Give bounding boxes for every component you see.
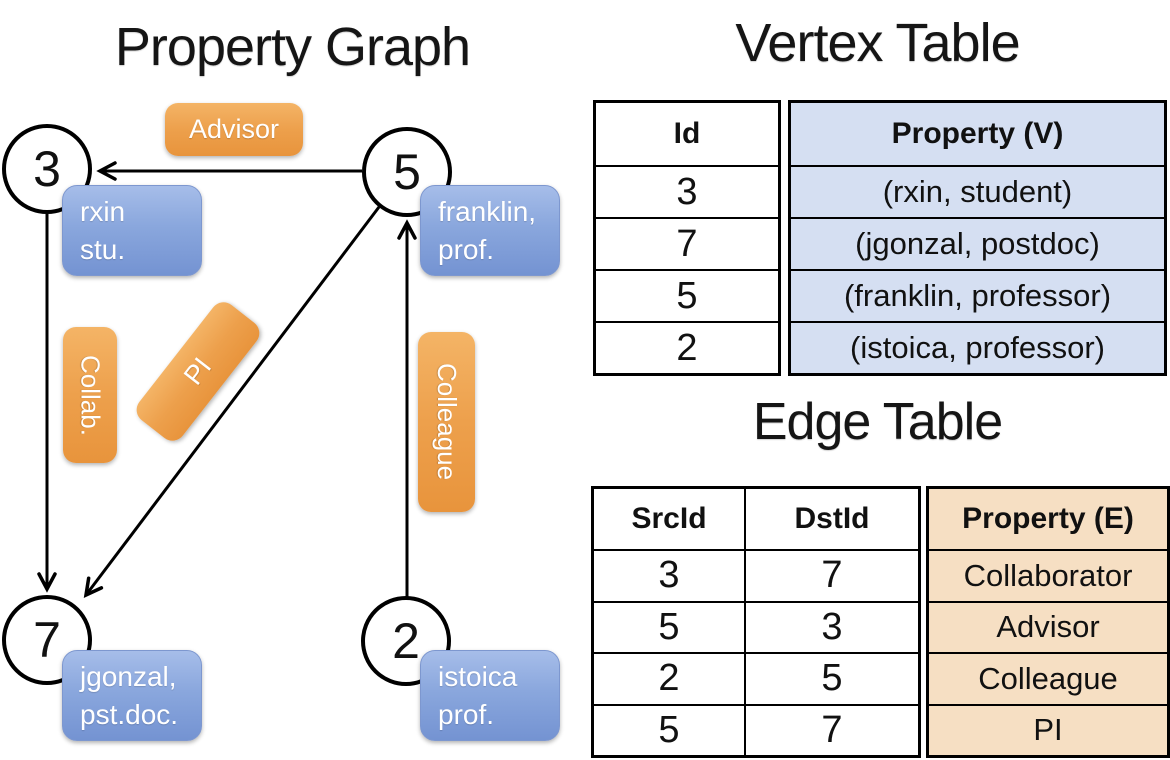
vertex-property-line: prof. — [438, 699, 495, 730]
vertex-property-line: istoica — [438, 661, 518, 692]
vertex-property-box-5: franklin, prof. — [420, 185, 560, 276]
vertex-property-line: franklin, — [438, 196, 537, 227]
vertex-property-box-2: istoica prof. — [420, 650, 560, 741]
vertex-table-title: Vertex Table — [735, 13, 1020, 73]
vertex-table-id-cell: 3 — [596, 165, 778, 217]
edge-table-property-cell: Advisor — [929, 600, 1167, 652]
vertex-table-id-column: Id 3 7 5 2 — [593, 100, 781, 376]
edge-label-advisor: Advisor — [165, 103, 303, 156]
vertex-property-line: stu. — [80, 234, 126, 265]
edge-label-collab: Collab. — [63, 327, 117, 463]
vertex-property-box-3: rxin stu. — [62, 185, 202, 276]
vertex-table-property-column: Property (V) (rxin, student) (jgonzal, p… — [788, 100, 1167, 376]
graph-node-5: 5 — [362, 127, 452, 217]
vertex-property-line: rxin — [80, 196, 126, 227]
vertex-table-id-cell: 2 — [596, 321, 778, 373]
edge-table-property-cell: PI — [929, 703, 1167, 755]
edge-table-dst-cell: 3 — [746, 600, 918, 653]
vertex-table-property-cell: (franklin, professor) — [791, 269, 1164, 321]
edge-table-dst-cell: 5 — [746, 652, 918, 704]
edge-table-property-cell: Colleague — [929, 652, 1167, 704]
edge-table-dst-cell: 7 — [746, 703, 918, 756]
graph-node-2: 2 — [361, 596, 451, 686]
edge-table-src-cell: 3 — [594, 549, 746, 601]
vertex-property-line: pst.doc. — [80, 699, 179, 730]
edge-table-header-srcid: SrcId — [594, 489, 746, 549]
edge-table-src-cell: 5 — [594, 600, 746, 652]
vertex-table-id-cell: 5 — [596, 269, 778, 321]
edge-table-src-cell: 2 — [594, 652, 746, 704]
vertex-table-property-cell: (rxin, student) — [791, 165, 1164, 217]
vertex-property-line: prof. — [438, 234, 495, 265]
edge-table-src-cell: 5 — [594, 703, 746, 755]
vertex-property-line: jgonzal, — [80, 661, 177, 692]
edge-5-to-7 — [83, 206, 381, 598]
edge-table-header-property: Property (E) — [929, 489, 1167, 549]
edge-label-colleague: Colleague — [418, 332, 475, 512]
edge-table-title: Edge Table — [752, 393, 1003, 451]
graph-edges-canvas — [37, 161, 417, 598]
edge-table-property-cell: Collaborator — [929, 549, 1167, 601]
vertex-table-property-cell: (istoica, professor) — [791, 321, 1164, 373]
edge-table-header-dstid: DstId — [794, 502, 870, 535]
property-graph-title: Property Graph — [114, 17, 471, 77]
edge-table-id-columns: SrcId DstId 3 7 5 3 2 5 5 7 — [591, 486, 921, 758]
edge-table-dst-cell: 7 — [746, 549, 918, 601]
vertex-table-property-cell: (jgonzal, postdoc) — [791, 217, 1164, 269]
edge-table-property-column: Property (E) Collaborator Advisor Collea… — [926, 486, 1170, 758]
vertex-property-box-7: jgonzal, pst.doc. — [62, 650, 202, 741]
vertex-table-header-id: Id — [673, 117, 701, 150]
vertex-table-id-cell: 7 — [596, 217, 778, 269]
vertex-table-header-property: Property (V) — [791, 103, 1164, 165]
